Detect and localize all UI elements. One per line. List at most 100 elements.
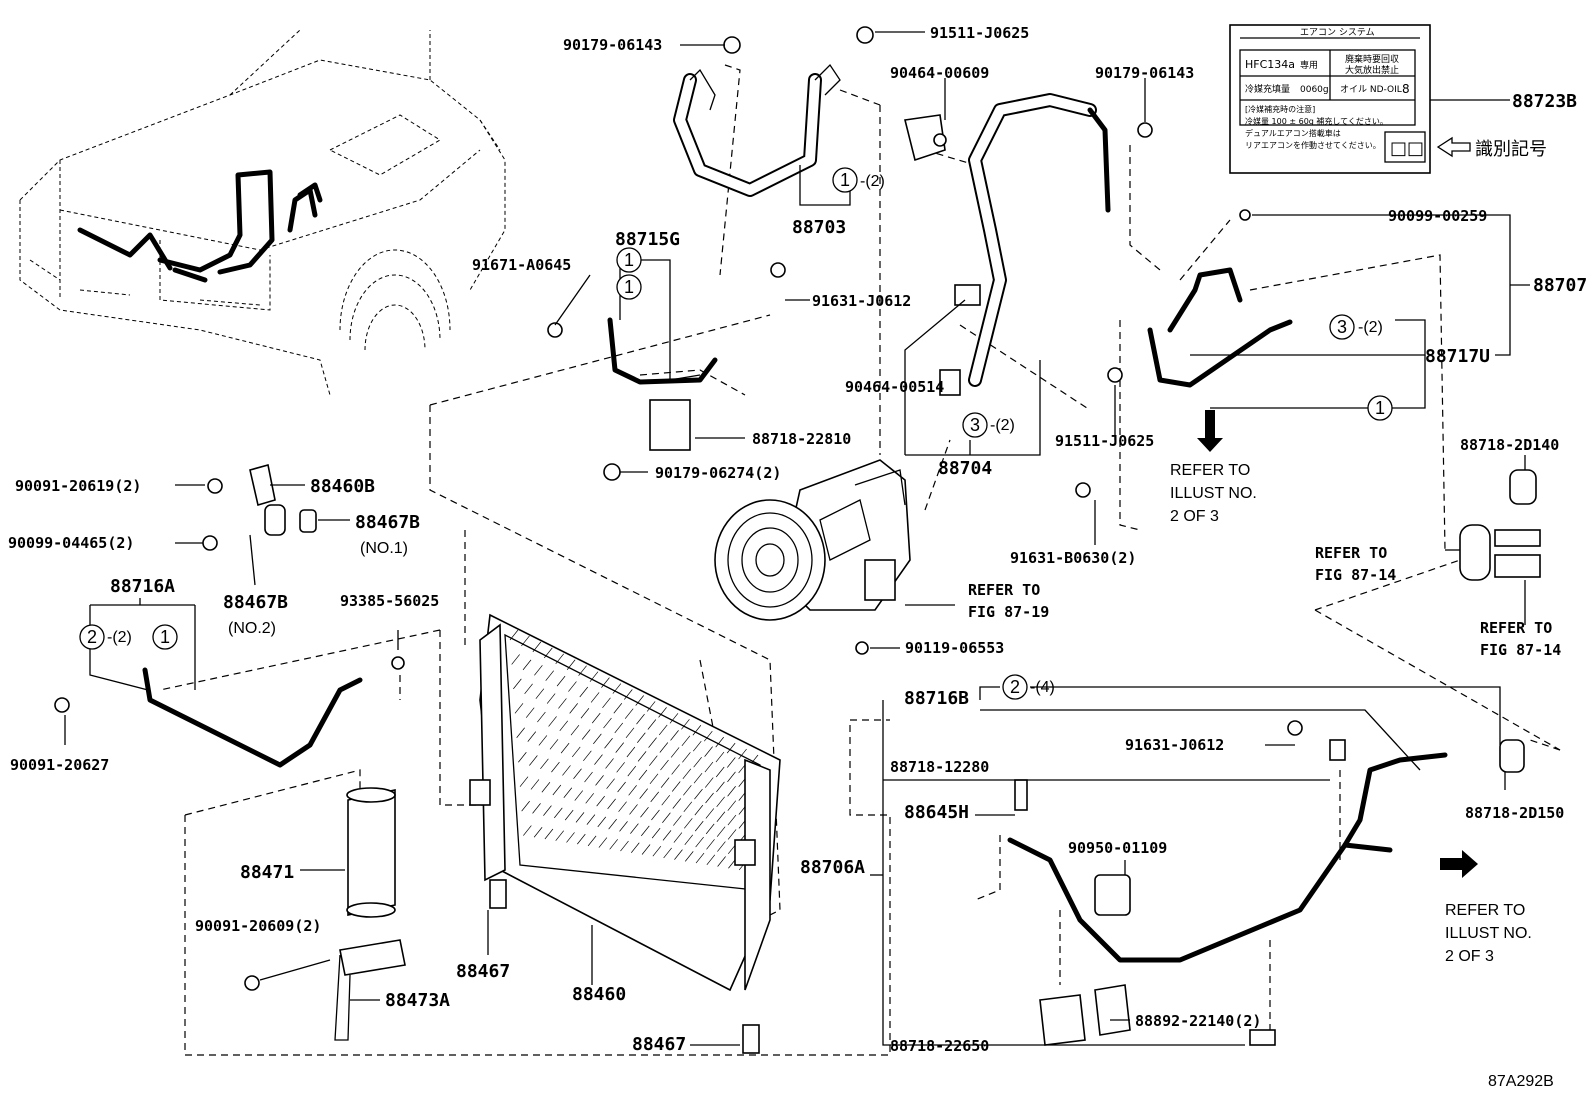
- label-90099-04465: 90099-04465(2): [8, 534, 134, 552]
- label-88716b: 88716B: [904, 688, 969, 709]
- ac-system-label-plate: エアコン システム HFC134a 専用 廃棄時要回収 大気放出禁止 冷媒充填量…: [1229, 24, 1577, 174]
- fig-87-19-text: FIG 87-19: [968, 603, 1049, 621]
- plate-id-caption: 識別記号: [1475, 139, 1547, 160]
- label-88467b: 88467B: [355, 512, 420, 533]
- callout-qty: -(2): [860, 173, 885, 190]
- callout-2: 2: [87, 627, 97, 647]
- vehicle-outline: [19, 29, 506, 396]
- bolt-icon: [770, 262, 786, 278]
- part-labels: 90179-06143 91511-J0625 90464-00609 9017…: [8, 24, 1587, 1090]
- label-88717u: 88717U: [1425, 346, 1490, 367]
- plate-warning-2: 大気放出禁止: [1345, 64, 1399, 76]
- label-88718-2d140: 88718-2D140: [1460, 436, 1559, 454]
- label-88723b: 88723B: [1512, 91, 1577, 112]
- bolt-icon: [391, 656, 405, 670]
- label-88718-2d150: 88718-2D150: [1465, 804, 1564, 822]
- label-88706a: 88706A: [800, 857, 865, 878]
- label-88460: 88460: [572, 984, 626, 1005]
- label-88718-12280: 88718-12280: [890, 758, 989, 776]
- plate-title: エアコン システム: [1300, 27, 1375, 38]
- illust-no-text: ILLUST NO.: [1170, 485, 1257, 502]
- label-91631-b0630: 91631-B0630(2): [1010, 549, 1136, 567]
- label-90091-20627: 90091-20627: [10, 756, 109, 774]
- label-88715g: 88715G: [615, 229, 680, 250]
- refer-to-text: REFER TO: [1170, 462, 1250, 479]
- arrow-down-icon: [1197, 410, 1223, 452]
- label-88704: 88704: [938, 458, 992, 479]
- nut-icon: [603, 463, 621, 481]
- label-88467b-note: (NO.2): [228, 620, 276, 637]
- refer-to-text: REFER TO: [968, 581, 1040, 599]
- refer-to-text: REFER TO: [1315, 544, 1387, 562]
- condenser-88460: [469, 613, 781, 992]
- callout-1: 1: [624, 277, 634, 297]
- label-90091-20619: 90091-20619(2): [15, 477, 141, 495]
- bolt-icon: [856, 26, 874, 44]
- pressure-switch-88645h: [1014, 779, 1028, 811]
- seal-88718-2d150: [1499, 739, 1525, 773]
- callout-circles: 1 -(2) 1 1 3 -(2) 1 3 -(2) 2 -(2) 1 2 -(…: [79, 167, 1393, 700]
- bolt-icon: [547, 322, 563, 338]
- label-90464-00514: 90464-00514: [845, 378, 944, 396]
- plate-notes-title: [冷媒補充時の注意]: [1245, 104, 1315, 114]
- callout-3: 3: [970, 415, 980, 435]
- refer-to-text: REFER TO: [1480, 619, 1552, 637]
- label-91671-a0645: 91671-A0645: [472, 256, 571, 274]
- plate-warning-1: 廃棄時要回収: [1345, 53, 1399, 65]
- plate-amount-label: 冷媒充填量: [1245, 83, 1290, 95]
- leader-lines: [64, 31, 1530, 1046]
- callout-qty: -(2): [1358, 319, 1383, 336]
- label-88892-22140: 88892-22140(2): [1135, 1012, 1261, 1030]
- plate-note-1: 冷媒量 100 ± 60g 補充してください。: [1245, 116, 1388, 126]
- dashed-guides: [159, 64, 1561, 1056]
- plate-oil-no: 8: [1402, 82, 1410, 96]
- bolt-icon: [855, 641, 869, 655]
- label-90179-06274: 90179-06274(2): [655, 464, 781, 482]
- label-88467b: 88467B: [223, 592, 288, 613]
- seal-88718-2d140: [1509, 469, 1537, 505]
- bolt-icon: [1075, 482, 1091, 498]
- label-91511-j0625: 91511-J0625: [1055, 432, 1154, 450]
- bolt-icon: [207, 478, 223, 494]
- label-90119-06553: 90119-06553: [905, 639, 1004, 657]
- plate-exclusive: 専用: [1300, 59, 1318, 71]
- label-88471: 88471: [240, 862, 294, 883]
- label-90091-20609: 90091-20609(2): [195, 917, 321, 935]
- hoses-and-pipes: [142, 63, 1541, 1054]
- bolt-icon: [1107, 367, 1123, 383]
- bolt-icon: [1239, 209, 1251, 221]
- bolt-icon: [202, 535, 218, 551]
- callout-qty: -(4): [1030, 679, 1055, 696]
- label-88703: 88703: [792, 217, 846, 238]
- label-91511-j0625: 91511-J0625: [930, 24, 1029, 42]
- arrow-right-icon: [1440, 850, 1478, 878]
- bolt-icon: [244, 975, 260, 991]
- label-90464-00609: 90464-00609: [890, 64, 989, 82]
- label-88467b-note: (NO.1): [360, 540, 408, 557]
- callout-1: 1: [840, 170, 850, 190]
- callout-1: 1: [1375, 398, 1385, 418]
- label-90099-00259: 90099-00259: [1388, 207, 1487, 225]
- fastener-icons: [54, 26, 1303, 991]
- label-91631-j0612: 91631-J0612: [812, 292, 911, 310]
- label-88473a: 88473A: [385, 990, 450, 1011]
- of-3-text: 2 OF 3: [1445, 948, 1494, 965]
- label-88716a: 88716A: [110, 576, 175, 597]
- callout-qty: -(2): [990, 417, 1015, 434]
- label-88467: 88467: [456, 961, 510, 982]
- illust-no-text: ILLUST NO.: [1445, 925, 1532, 942]
- label-88718-22810: 88718-22810: [752, 430, 851, 448]
- callout-2: 2: [1010, 677, 1020, 697]
- plate-oil: オイル ND-OIL: [1340, 84, 1402, 95]
- plate-id-mark: □□: [1390, 138, 1424, 159]
- label-88718-22650: 88718-22650: [890, 1037, 989, 1055]
- of-3-text: 2 OF 3: [1170, 508, 1219, 525]
- label-90179-06143: 90179-06143: [1095, 64, 1194, 82]
- label-88707: 88707: [1533, 275, 1587, 296]
- callout-3: 3: [1337, 317, 1347, 337]
- callout-1: 1: [624, 250, 634, 270]
- label-88467: 88467: [632, 1034, 686, 1055]
- callout-1: 1: [160, 627, 170, 647]
- label-93385-56025: 93385-56025: [340, 592, 439, 610]
